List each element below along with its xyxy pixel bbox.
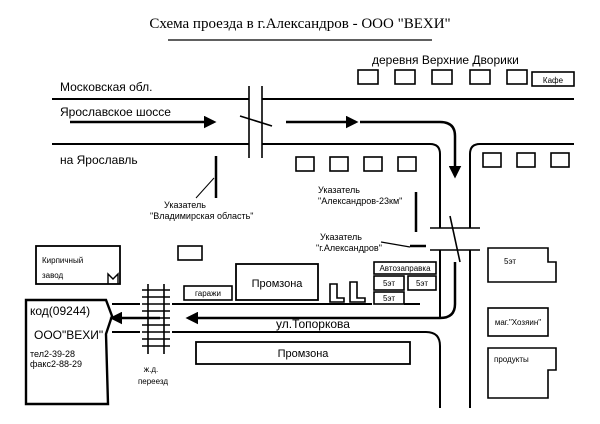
- direction-arrow-icon: [360, 120, 462, 179]
- small-building: [177, 245, 203, 261]
- label-office-code: код(09244): [30, 304, 90, 318]
- label-brick-factory-1: Кирпичный: [42, 256, 83, 265]
- promzona-top-building: [235, 263, 319, 301]
- direction-arrow-icon: [185, 303, 457, 325]
- sign-1-text: "Владимирская область": [150, 211, 254, 221]
- label-five-floor: 5эт: [383, 294, 395, 303]
- label-promzona-top: Промзона: [252, 278, 304, 290]
- sign-2-text: "Александров-23км": [318, 196, 402, 206]
- label-five-floor-right: 5эт: [504, 257, 516, 266]
- sign-pointer-line: [195, 177, 215, 199]
- label-yaroslavl-highway: Ярославское шоссе: [60, 105, 171, 119]
- label-to-yaroslavl: на Ярославль: [60, 153, 138, 167]
- small-building: [349, 281, 366, 303]
- label-promzona-bottom: Промзона: [278, 348, 330, 360]
- village-houses: [357, 69, 528, 85]
- map-title: Схема проезда в г.Александров - ООО "ВЕХ…: [149, 16, 450, 32]
- label-office-name: ООО"ВЕХИ": [34, 328, 103, 342]
- yaroslavl-highway-road: [52, 98, 574, 408]
- office-vehi-building: [24, 298, 114, 406]
- bridge-icon: [239, 86, 273, 158]
- sign-pole-icon: [380, 241, 411, 248]
- label-office-tel: тел2-39-28: [30, 349, 75, 359]
- sign-2-title: Указатель: [318, 185, 360, 195]
- label-street: ул.Топоркова: [276, 317, 350, 331]
- label-shop-hozyain: маг."Хозяин": [495, 318, 541, 327]
- sign-3-text: "г.Александров": [316, 243, 382, 253]
- brick-factory-building: [35, 245, 121, 285]
- label-crossing-1: ж.д.: [144, 365, 158, 374]
- shop-hozyain-building: [487, 307, 549, 337]
- label-cafe: Кафе: [543, 76, 564, 85]
- label-brick-factory-2: завод: [42, 271, 64, 280]
- promzona-bottom-building: [195, 341, 411, 365]
- factory-chimney-icon: [107, 272, 119, 284]
- roadside-houses: [295, 152, 570, 172]
- label-moscow-region: Московская обл.: [60, 80, 152, 94]
- label-crossing-2: переезд: [138, 377, 168, 386]
- five-floor-building: [407, 275, 437, 291]
- five-floor-building: [373, 275, 405, 291]
- gas-station-building: [373, 261, 437, 275]
- sign-1-title: Указатель: [164, 200, 206, 210]
- cafe-building: [531, 71, 575, 87]
- bridge-icon: [430, 215, 480, 263]
- toporkova-street-road: [112, 303, 441, 408]
- railway-crossing-icon: [142, 284, 170, 354]
- label-office-fax: факс2-88-29: [30, 359, 82, 369]
- five-floor-building: [373, 291, 405, 305]
- label-village: деревня Верхние Дворики: [372, 53, 519, 67]
- sign-3-title: Указатель: [320, 232, 362, 242]
- label-five-floor: 5эт: [383, 279, 395, 288]
- grocery-building: [487, 347, 557, 399]
- label-gas-station: Автозаправка: [379, 264, 431, 273]
- label-garages: гаражи: [195, 289, 221, 298]
- five-floor-building: [487, 247, 557, 283]
- label-five-floor: 5эт: [416, 279, 428, 288]
- label-grocery: продукты: [494, 355, 529, 364]
- garages-building: [183, 285, 233, 301]
- small-building: [329, 283, 345, 303]
